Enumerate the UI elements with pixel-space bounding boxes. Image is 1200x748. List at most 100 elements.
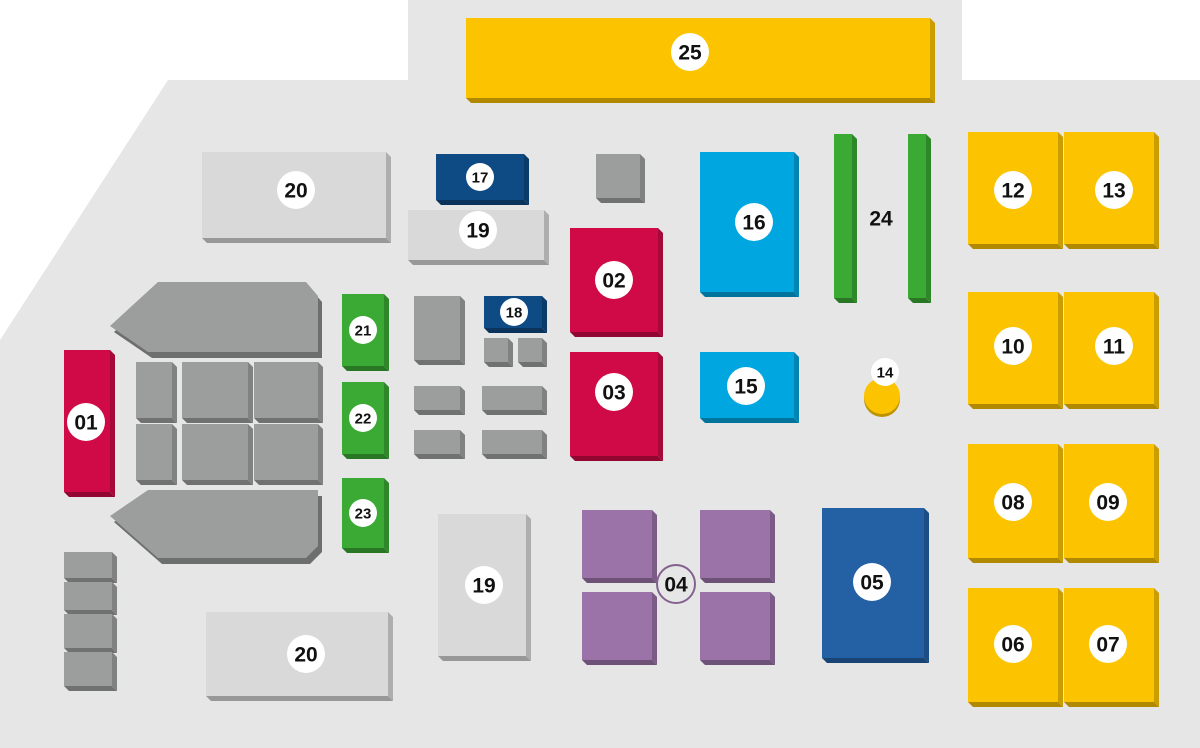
zone-number-badge bbox=[459, 211, 497, 249]
zone-z07[interactable]: 07 bbox=[1064, 588, 1159, 707]
zone-number-badge bbox=[1089, 483, 1127, 521]
zone-number-label: 04 bbox=[664, 574, 688, 597]
arena-stand-top bbox=[110, 282, 322, 358]
zone-number-badge bbox=[465, 566, 503, 604]
zone-number-badge bbox=[727, 367, 765, 405]
left-stack-block bbox=[64, 552, 117, 583]
left-stack-block bbox=[64, 652, 117, 691]
zone-z04[interactable]: 04 bbox=[582, 510, 775, 665]
zone-number-badge bbox=[500, 298, 528, 326]
arena-block bbox=[136, 362, 177, 423]
zone-z02[interactable]: 02 bbox=[570, 228, 663, 337]
zone-shape bbox=[834, 134, 852, 298]
center-block bbox=[414, 386, 465, 415]
zone-z06[interactable]: 06 bbox=[968, 588, 1063, 707]
zone-number-label: 02 bbox=[602, 270, 625, 293]
zone-z01[interactable]: 01 bbox=[64, 350, 115, 497]
zone-number-badge bbox=[994, 483, 1032, 521]
zone-number-label: 21 bbox=[355, 323, 372, 340]
zone-z22[interactable]: 22 bbox=[342, 382, 389, 459]
zone-number-label: 09 bbox=[1096, 492, 1119, 515]
zone-shape bbox=[700, 592, 770, 660]
zone-number-label: 20 bbox=[294, 644, 317, 667]
center-block bbox=[596, 154, 645, 203]
zone-shape bbox=[908, 134, 926, 298]
zone-z14[interactable]: 14 bbox=[864, 358, 900, 417]
zone-number-badge bbox=[994, 625, 1032, 663]
arena-block bbox=[254, 424, 323, 485]
zone-z20a[interactable]: 20 bbox=[202, 152, 391, 243]
zone-z24[interactable]: 24 bbox=[834, 134, 931, 303]
arena-block bbox=[136, 424, 177, 485]
structures-layer bbox=[64, 154, 645, 691]
zone-number-badge bbox=[671, 33, 709, 71]
center-block bbox=[414, 430, 465, 459]
zone-number-badge bbox=[287, 635, 325, 673]
zone-number-badge bbox=[1095, 327, 1133, 365]
zone-z12[interactable]: 12 bbox=[968, 132, 1063, 249]
zone-number-badge bbox=[1095, 171, 1133, 209]
zone-number-label: 24 bbox=[869, 208, 893, 231]
zone-number-badge bbox=[735, 203, 773, 241]
zone-z10[interactable]: 10 bbox=[968, 292, 1063, 409]
zone-number-badge bbox=[595, 373, 633, 411]
zone-z08[interactable]: 08 bbox=[968, 444, 1063, 563]
zones-layer: 01 02 03 04 05 06 07 08 09 10 11 12 13 14 15 16 17 18 19 19… bbox=[64, 18, 1159, 707]
zone-shape bbox=[582, 510, 652, 578]
zone-z05[interactable]: 05 bbox=[822, 508, 929, 663]
center-block bbox=[414, 296, 465, 365]
zone-z25[interactable]: 25 bbox=[466, 18, 935, 103]
zone-number-label: 01 bbox=[74, 412, 98, 435]
center-block bbox=[482, 386, 547, 415]
zone-number-label: 10 bbox=[1001, 336, 1024, 359]
zone-number-label: 12 bbox=[1001, 180, 1024, 203]
zone-z16[interactable]: 16 bbox=[700, 152, 799, 297]
zone-number-badge bbox=[349, 316, 377, 344]
arena-block bbox=[182, 424, 253, 485]
zone-number-label: 13 bbox=[1102, 180, 1125, 203]
zone-number-badge bbox=[277, 171, 315, 209]
zone-number-label: 19 bbox=[472, 575, 495, 598]
zone-number-badge bbox=[466, 163, 494, 191]
zone-z09[interactable]: 09 bbox=[1064, 444, 1159, 563]
zone-number-label: 20 bbox=[284, 180, 307, 203]
zone-number-label: 14 bbox=[877, 365, 894, 382]
zone-number-label: 16 bbox=[742, 212, 765, 235]
zone-shape bbox=[700, 510, 770, 578]
center-block bbox=[482, 430, 547, 459]
zone-z03[interactable]: 03 bbox=[570, 352, 663, 461]
zone-number-badge bbox=[994, 327, 1032, 365]
zone-z13[interactable]: 13 bbox=[1064, 132, 1159, 249]
zone-number-label: 25 bbox=[678, 42, 702, 65]
zone-shape bbox=[582, 592, 652, 660]
zone-number-badge bbox=[349, 404, 377, 432]
arena-block bbox=[254, 362, 323, 423]
zone-z18[interactable]: 18 bbox=[484, 296, 547, 333]
zone-z19a[interactable]: 19 bbox=[408, 210, 549, 265]
zone-number-label: 18 bbox=[506, 305, 523, 322]
zone-number-badge bbox=[853, 563, 891, 601]
left-stack-block bbox=[64, 582, 117, 615]
zone-number-badge bbox=[994, 171, 1032, 209]
zone-z23[interactable]: 23 bbox=[342, 478, 389, 553]
arena-block bbox=[182, 362, 253, 423]
zone-number-label: 08 bbox=[1001, 492, 1025, 515]
zone-number-label: 17 bbox=[472, 170, 489, 187]
center-block bbox=[484, 338, 513, 367]
center-block bbox=[518, 338, 547, 367]
zone-number-badge bbox=[67, 403, 105, 441]
zone-number-label: 23 bbox=[355, 506, 372, 523]
arena-stand-bottom bbox=[110, 490, 322, 564]
zone-z11[interactable]: 11 bbox=[1064, 292, 1159, 409]
zone-number-label: 11 bbox=[1103, 336, 1126, 359]
zone-z20b[interactable]: 20 bbox=[206, 612, 393, 701]
zone-z17[interactable]: 17 bbox=[436, 154, 529, 205]
zone-z21[interactable]: 21 bbox=[342, 294, 389, 371]
zone-number-label: 05 bbox=[860, 572, 884, 595]
zone-number-label: 06 bbox=[1001, 634, 1024, 657]
zone-number-badge bbox=[1089, 625, 1127, 663]
zone-z19b[interactable]: 19 bbox=[438, 514, 531, 661]
zone-z15[interactable]: 15 bbox=[700, 352, 799, 423]
zone-number-badge bbox=[349, 499, 377, 527]
